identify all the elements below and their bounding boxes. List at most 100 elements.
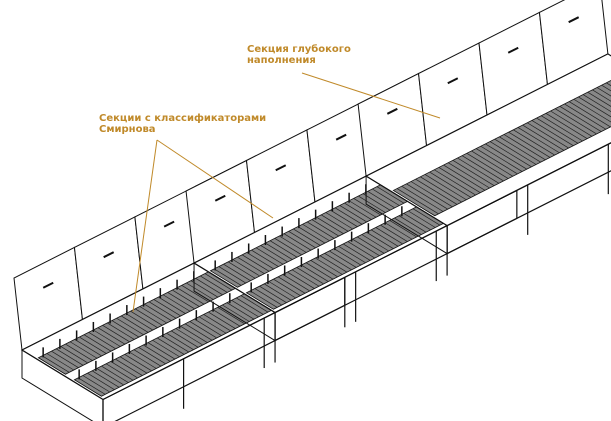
section-1-belt-slat	[175, 328, 203, 346]
section-2-belt-slat	[274, 238, 302, 256]
section-3-belt-slat	[424, 174, 467, 201]
section-2-belt-slat	[283, 233, 312, 251]
section-3-belt-slat	[582, 94, 611, 113]
section-1-belt-slat	[195, 278, 223, 296]
section-2-belt-slat	[254, 288, 283, 306]
section-1-belt-slat	[97, 327, 126, 345]
section-1-belt-slat	[212, 309, 241, 327]
section-2-belt-slat	[277, 276, 306, 294]
section-1-belt-slat	[204, 273, 233, 291]
section-1-belt-slat	[240, 295, 269, 313]
section-3-belt-slat	[415, 178, 458, 205]
section-1-belt-slat	[184, 323, 213, 341]
section-1-belt-slat	[180, 325, 208, 343]
section-2-belt-slat	[263, 283, 292, 301]
section-2-belt-slat	[329, 250, 357, 268]
section-1-belt-slat	[147, 342, 176, 360]
section-1-belt-slat	[91, 370, 120, 388]
section-2-belt-slat	[218, 266, 247, 284]
section-2-belt-slat	[255, 247, 284, 265]
section-1-belt-slat	[194, 318, 222, 336]
section-2-belt-slat	[237, 256, 265, 274]
section-2-belt-slat	[273, 278, 301, 296]
section-2-belt-slat	[301, 264, 329, 282]
section-2-belt-slat	[279, 235, 307, 253]
section-1-belt-slat	[143, 344, 171, 362]
section-3-belt-slat	[592, 89, 611, 102]
section-3-belt-slat	[406, 183, 448, 210]
section-3-belt-slat	[503, 134, 546, 161]
section-1-belt-slat	[231, 300, 259, 318]
section-1-belt-slat	[148, 301, 177, 319]
annotation-leader-3	[301, 72, 441, 119]
section-1-belt-slat	[69, 341, 98, 359]
section-2-belt-slat	[330, 209, 358, 227]
section-2-belt-slat	[259, 285, 287, 304]
section-2-belt-slat	[353, 198, 381, 216]
section-3-belt-slat	[573, 98, 611, 123]
section-2-belt-slat	[250, 290, 278, 308]
section-2-belt-slat	[339, 205, 367, 223]
section-3-belt-slat	[564, 103, 607, 130]
section-2-belt-slat	[398, 215, 427, 233]
section-3-belt-slat	[541, 115, 583, 142]
section-3-belt-slat	[601, 84, 611, 92]
section-2-belt-slat	[297, 226, 326, 244]
section-1-belt-slat	[158, 296, 186, 314]
section-1-end-frame	[21, 349, 104, 421]
section-1-belt-slat	[139, 306, 167, 324]
section-2-belt-slat	[333, 248, 362, 266]
section-3-lid-handle	[507, 46, 519, 54]
annotation-leader-2	[156, 139, 274, 219]
section-1-belt-slat	[110, 361, 138, 379]
section-3-belt-slat	[434, 169, 476, 196]
section-3-belt-slat	[494, 138, 537, 165]
section-2-lid-handle	[275, 164, 287, 172]
section-1-belt-slat	[65, 343, 93, 361]
section-3-belt-slat	[457, 157, 500, 184]
section-2-belt-slat	[310, 260, 338, 278]
section-3-belt-slat	[550, 110, 593, 137]
section-3-belt-slat	[554, 108, 597, 135]
section-2-belt-slat	[251, 249, 279, 267]
section-3-belt-slat	[429, 171, 472, 198]
section-3-belt-slat	[471, 150, 514, 177]
section-1-belt-slat	[116, 317, 144, 336]
section-1-belt-slat	[102, 325, 130, 343]
section-2-belt-slat	[291, 269, 320, 287]
section-2-belt-slat	[367, 191, 395, 209]
section-2-belt-slat	[214, 268, 242, 286]
section-1-belt-slat	[121, 315, 149, 333]
section-2-belt-slat	[412, 208, 441, 226]
section-1-lid-handle	[42, 281, 54, 289]
section-3-belt-slat	[545, 113, 588, 139]
section-1-belt-slat	[167, 292, 195, 310]
label-smirnov-sections: Секции с классификаторами Смирнова	[99, 113, 267, 135]
section-1-belt-slat	[181, 285, 209, 303]
section-1-belt-slat	[79, 336, 107, 354]
section-1-belt-slat	[236, 297, 264, 315]
section-2-belt-slat	[344, 202, 372, 220]
section-1-belt-slat	[153, 299, 181, 317]
section-2-belt-slat	[408, 210, 436, 228]
section-3-belt-slat	[443, 164, 486, 191]
section-1-belt-slat	[200, 275, 228, 293]
section-2-belt-slat	[356, 236, 385, 254]
section-1-belt-slat	[82, 375, 110, 393]
section-1-belt-slat	[88, 332, 116, 350]
section-1-belt-slat	[176, 287, 205, 305]
section-2-belt-slat	[343, 243, 371, 261]
section-1-belt-slat	[198, 316, 227, 334]
section-3-belt-slat	[513, 129, 555, 156]
section-2-belt-slat	[358, 195, 386, 213]
section-1-belt-slat	[161, 335, 190, 353]
section-2-belt-slat	[296, 267, 324, 285]
section-3-belt	[392, 79, 611, 217]
section-2-belt-slat	[352, 238, 380, 257]
label-deep-fill-section: Секция глубокого наполнения	[247, 44, 351, 66]
section-2-belt-slat	[325, 212, 353, 230]
section-2-belt-slat	[223, 263, 251, 282]
section-1-belt-slat	[77, 377, 106, 395]
